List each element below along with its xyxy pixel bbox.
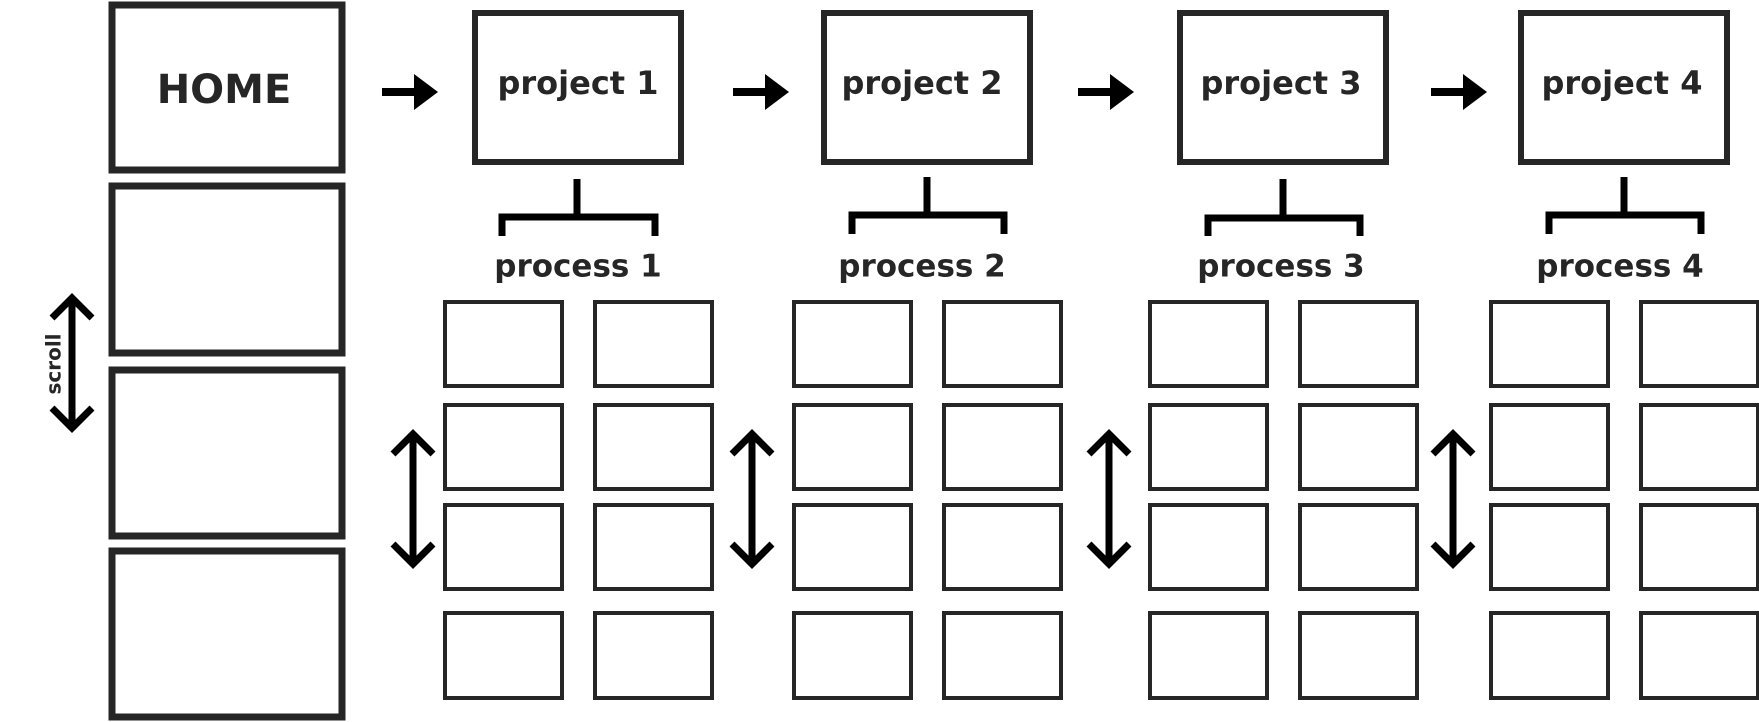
right-arrow-icon — [1078, 74, 1134, 110]
page-thumbnail[interactable] — [1148, 403, 1269, 491]
page-thumbnail[interactable] — [1298, 403, 1419, 491]
page-thumbnail[interactable] — [1639, 300, 1759, 388]
page-thumbnail[interactable] — [593, 503, 714, 591]
page-thumbnail[interactable] — [942, 300, 1063, 388]
page-thumbnail[interactable] — [443, 403, 564, 491]
page-thumbnail[interactable] — [942, 611, 1063, 700]
page-thumbnail[interactable] — [792, 403, 913, 491]
bracket-connector-3 — [1204, 179, 1364, 236]
scroll-double-arrow-icon — [49, 293, 95, 433]
project-label-2: project 2 — [841, 64, 1002, 102]
page-thumbnail[interactable] — [1489, 403, 1610, 491]
bracket-connector-2 — [848, 177, 1008, 234]
page-thumbnail[interactable] — [1489, 503, 1610, 591]
page-thumbnail[interactable] — [1639, 403, 1759, 491]
page-thumbnail[interactable] — [1489, 300, 1610, 388]
sidebar-panel-3[interactable] — [108, 366, 346, 540]
page-grid-1 — [443, 300, 714, 700]
scroll-double-arrow-icon — [1430, 429, 1476, 569]
home-label: HOME — [157, 67, 292, 113]
page-thumbnail[interactable] — [1298, 611, 1419, 700]
right-arrow-icon — [1431, 74, 1487, 110]
scroll-double-arrow-icon — [729, 429, 775, 569]
project-column-2: project 2 process 2 — [729, 10, 1063, 700]
page-thumbnail[interactable] — [792, 300, 913, 388]
process-label-4: process 4 — [1536, 249, 1703, 285]
page-thumbnail[interactable] — [942, 403, 1063, 491]
page-thumbnail[interactable] — [792, 503, 913, 591]
page-thumbnail[interactable] — [443, 300, 564, 388]
bracket-connector-4 — [1545, 177, 1705, 234]
project-column-4: project 4 process 4 — [1430, 10, 1759, 700]
page-thumbnail[interactable] — [443, 611, 564, 700]
page-thumbnail[interactable] — [443, 503, 564, 591]
page-thumbnail[interactable] — [593, 611, 714, 700]
page-thumbnail[interactable] — [1639, 503, 1759, 591]
process-label-2: process 2 — [838, 249, 1005, 285]
page-thumbnail[interactable] — [1148, 300, 1269, 388]
scroll-double-arrow-icon — [390, 429, 436, 569]
page-thumbnail[interactable] — [1298, 503, 1419, 591]
scroll-indicator: scroll — [42, 293, 95, 433]
project-label-3: project 3 — [1200, 64, 1361, 102]
right-arrow-icon — [382, 74, 438, 110]
page-grid-3 — [1148, 300, 1419, 700]
page-thumbnail[interactable] — [1298, 300, 1419, 388]
home-box[interactable] — [108, 1, 346, 174]
sidebar-panel-2[interactable] — [108, 182, 346, 357]
right-arrow-icon — [733, 74, 789, 110]
project-box-2[interactable] — [821, 10, 1033, 165]
page-thumbnail[interactable] — [1148, 611, 1269, 700]
process-label-1: process 1 — [494, 249, 661, 285]
page-thumbnail[interactable] — [593, 300, 714, 388]
project-label-1: project 1 — [497, 64, 658, 102]
project-box-1[interactable] — [472, 10, 684, 165]
page-thumbnail[interactable] — [1148, 503, 1269, 591]
page-grid-2 — [792, 300, 1063, 700]
bracket-connector-1 — [498, 179, 659, 236]
page-thumbnail[interactable] — [1639, 611, 1759, 700]
project-column-1: project 1 process 1 — [390, 10, 714, 700]
scroll-label: scroll — [42, 333, 66, 394]
project-column-3: project 3 process 3 — [1086, 10, 1419, 700]
project-box-4[interactable] — [1518, 10, 1730, 165]
sidebar-column: HOME — [108, 1, 346, 721]
process-label-3: process 3 — [1197, 249, 1364, 285]
page-thumbnail[interactable] — [942, 503, 1063, 591]
page-grid-4 — [1489, 300, 1759, 700]
page-thumbnail[interactable] — [792, 611, 913, 700]
flow-arrows — [382, 74, 1487, 110]
page-thumbnail[interactable] — [1489, 611, 1610, 700]
scroll-double-arrow-icon — [1086, 429, 1132, 569]
project-label-4: project 4 — [1541, 64, 1702, 102]
project-box-3[interactable] — [1177, 10, 1389, 165]
page-thumbnail[interactable] — [593, 403, 714, 491]
sidebar-panel-4[interactable] — [108, 547, 346, 721]
